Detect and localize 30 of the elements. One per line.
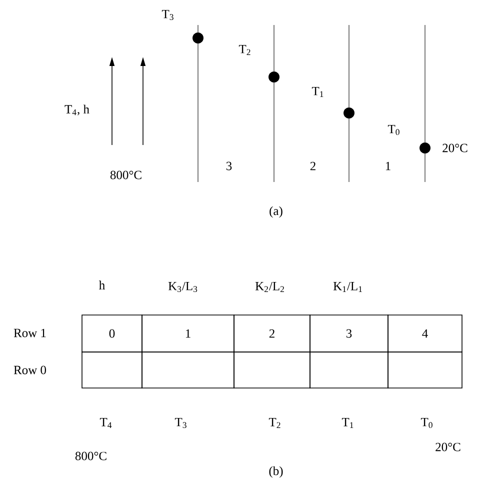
temperature-label: T$_{0}$ — [388, 124, 400, 136]
layer-number: 3 — [226, 162, 232, 170]
table-cell: 3 — [310, 314, 388, 352]
layer-number: 2 — [310, 162, 316, 170]
temperature-label: T$_{4}$, h — [64, 104, 90, 116]
column-header: K$_{3}$/L$_{3}$ — [168, 282, 198, 292]
column-header: h — [99, 280, 105, 290]
column-header: K$_{1}$/L$_{1}$ — [333, 282, 362, 292]
table-cell: 1 — [142, 314, 234, 352]
temperature-label: T$_{3}$ — [174, 418, 186, 428]
temperature-label: T$_{0}$ — [420, 418, 432, 428]
temperature-label: T$_{4}$ — [100, 418, 112, 428]
column-header: K$_{2}$/L$_{2}$ — [255, 282, 284, 292]
temperature-value: 800°C — [110, 170, 142, 180]
temperature-label: T$_{3}$ — [162, 10, 174, 20]
temperature-label: T$_{2}$ — [268, 418, 280, 428]
table-cell: 4 — [388, 314, 462, 352]
temperature-value: 20°C — [442, 144, 468, 152]
temperature-value: 20°C — [436, 442, 460, 452]
temperature-value: 800°C — [75, 452, 106, 460]
panel-caption: (a) — [270, 206, 282, 218]
row-label: Row 1 — [14, 328, 46, 338]
temperature-label: T$_{1}$ — [312, 87, 324, 97]
layer-number: 1 — [386, 162, 390, 170]
table-cell: 2 — [234, 314, 310, 352]
temperature-label: T$_{1}$ — [342, 418, 354, 428]
panel-caption: (b) — [269, 466, 283, 478]
row-label: Row 0 — [14, 366, 46, 374]
temperature-label: T$_{2}$ — [238, 45, 250, 55]
table-cell: 0 — [82, 314, 142, 352]
